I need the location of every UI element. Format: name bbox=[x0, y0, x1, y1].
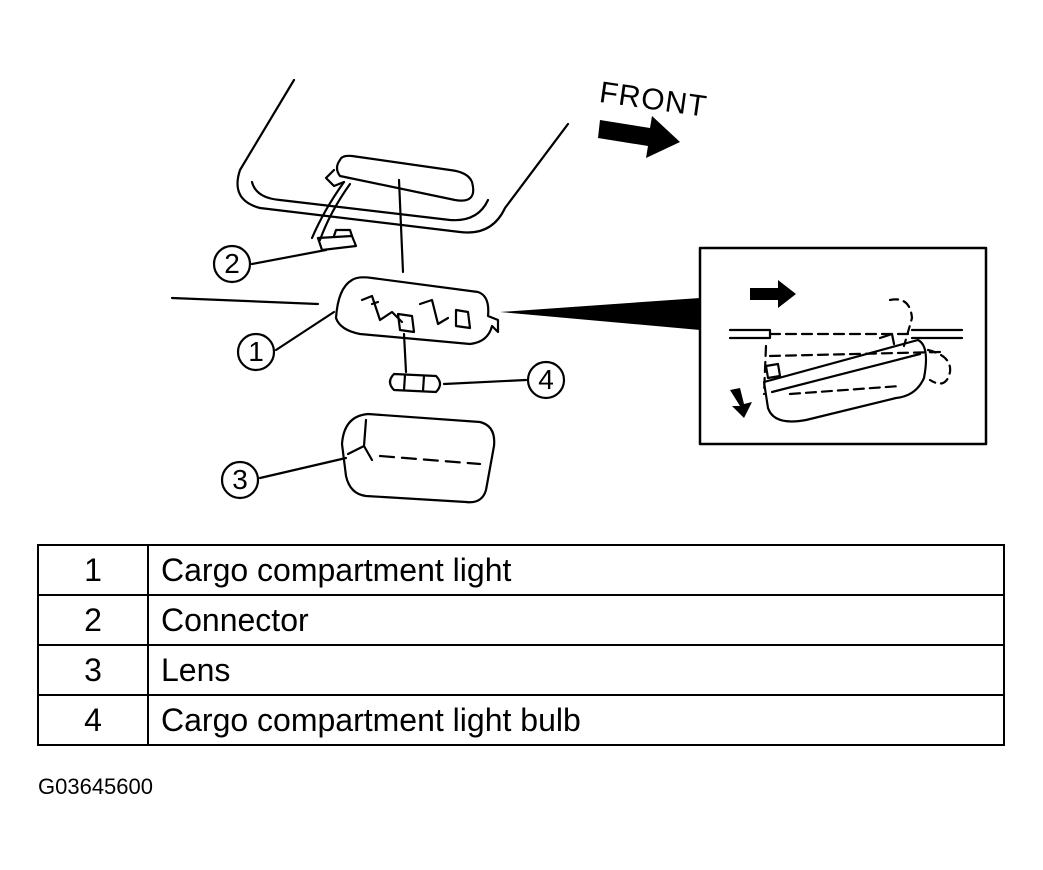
item-description: Connector bbox=[147, 594, 1005, 646]
callout-number-3: 3 bbox=[232, 464, 248, 495]
leader-line-2 bbox=[250, 248, 328, 266]
lens bbox=[340, 412, 496, 504]
bulb-axis-line bbox=[402, 332, 408, 374]
callout-circle-2 bbox=[212, 244, 252, 284]
slide-arrow bbox=[750, 280, 796, 308]
leader-line-3 bbox=[258, 456, 348, 480]
table-row: 2 Connector bbox=[37, 594, 1005, 646]
front-arrow bbox=[598, 116, 680, 158]
connector bbox=[316, 228, 358, 252]
item-number: 2 bbox=[37, 594, 149, 646]
light-housing bbox=[334, 276, 500, 346]
light-bulb bbox=[388, 372, 442, 394]
table-row: 4 Cargo compartment light bulb bbox=[37, 694, 1005, 746]
item-number: 1 bbox=[37, 544, 149, 596]
callout-number-4: 4 bbox=[538, 364, 554, 395]
install-axis-line bbox=[397, 178, 405, 274]
item-description: Lens bbox=[147, 644, 1005, 696]
item-description: Cargo compartment light bulb bbox=[147, 694, 1005, 746]
detail-inset bbox=[698, 246, 988, 446]
item-description: Cargo compartment light bbox=[147, 544, 1005, 596]
callout-number-1: 1 bbox=[248, 336, 264, 367]
down-arrow bbox=[730, 388, 752, 418]
table-row: 3 Lens bbox=[37, 644, 1005, 696]
callout-circle-4 bbox=[526, 360, 566, 400]
leader-line-1 bbox=[274, 310, 336, 352]
figure-id: G03645600 bbox=[38, 774, 153, 799]
detail-pointer bbox=[500, 298, 700, 330]
exploded-view-diagram bbox=[170, 78, 988, 504]
parts-legend-table: 1 Cargo compartment light 2 Connector 3 … bbox=[37, 544, 1005, 746]
table-row: 1 Cargo compartment light bbox=[37, 544, 1005, 596]
leader-line-4 bbox=[442, 378, 528, 386]
callout-circle-1 bbox=[236, 332, 276, 372]
headliner-panel bbox=[236, 78, 570, 234]
light-opening bbox=[335, 154, 475, 202]
reference-line bbox=[170, 296, 320, 306]
item-number: 4 bbox=[37, 694, 149, 746]
callout-number-2: 2 bbox=[224, 248, 240, 279]
callout-circle-3 bbox=[220, 460, 260, 500]
item-number: 3 bbox=[37, 644, 149, 696]
wire-harness bbox=[310, 168, 352, 242]
